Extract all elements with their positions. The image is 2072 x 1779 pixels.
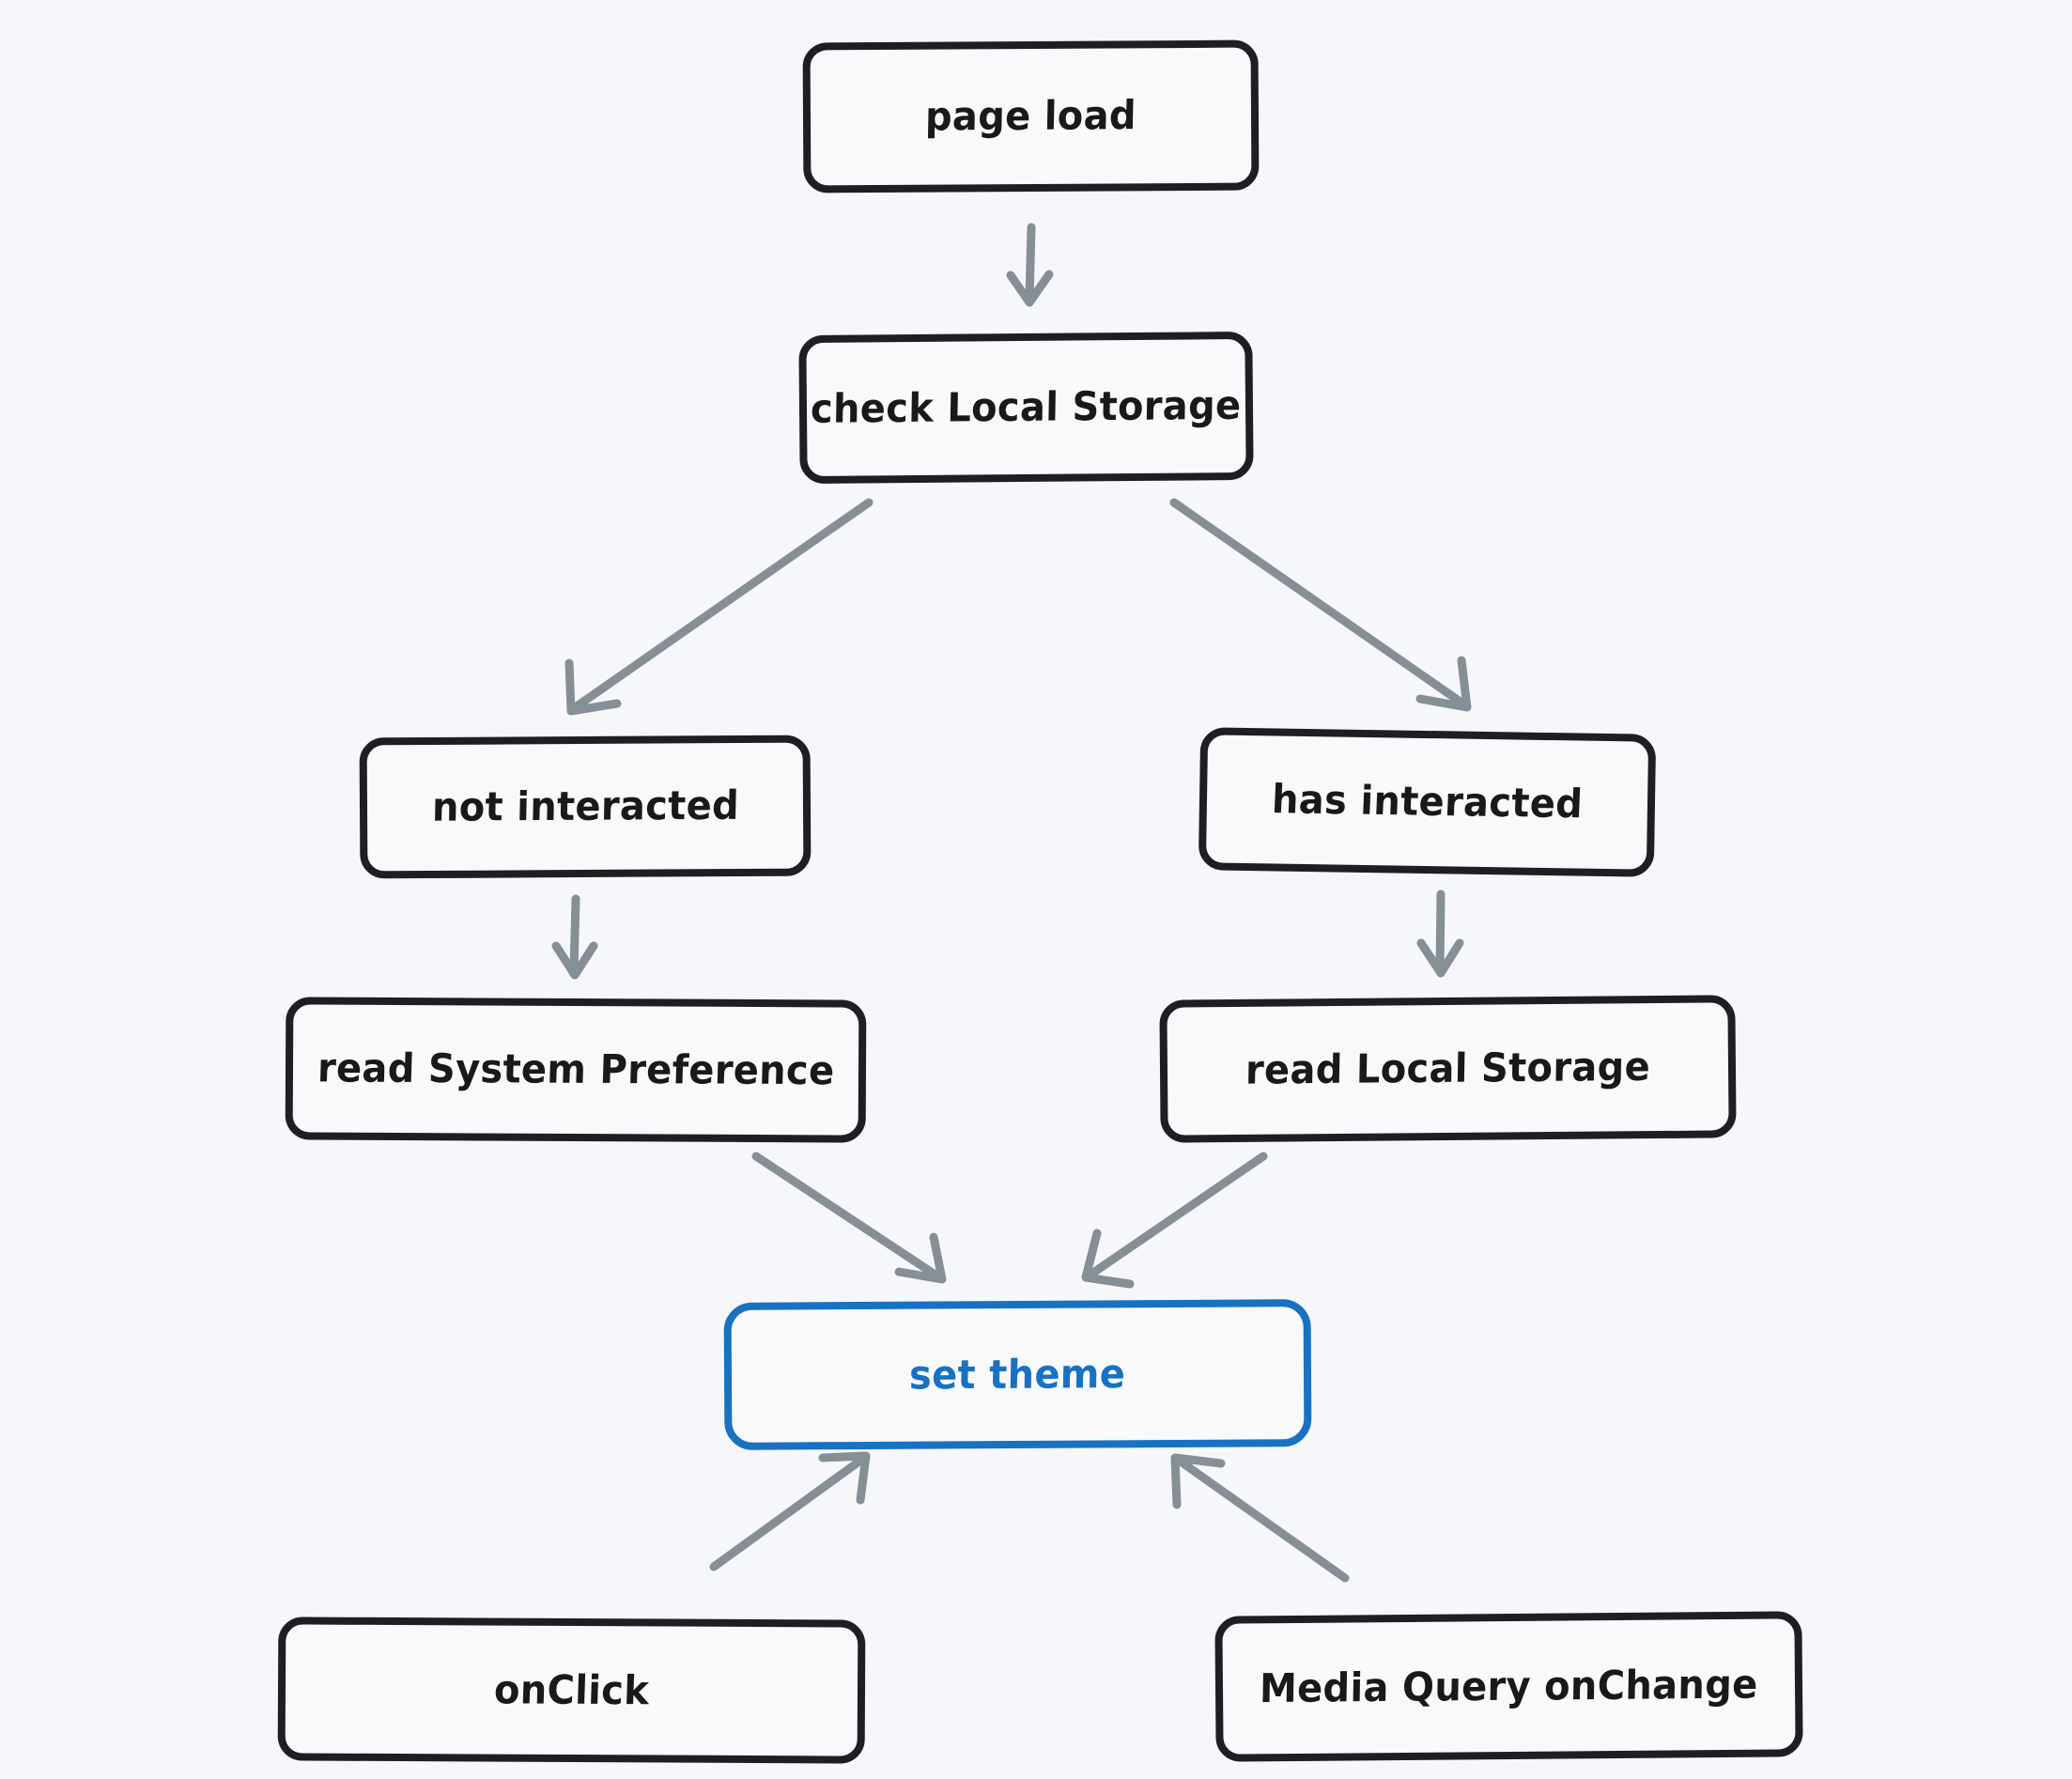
edge-not-interacted-to-read-system-preference [551, 894, 598, 980]
node-onclick-label: onClick [493, 1666, 650, 1714]
node-read-system-preference-label: read System Preference [317, 1045, 835, 1094]
node-has-interacted[interactable]: has interacted [1198, 727, 1657, 877]
node-set-theme[interactable]: set theme [723, 1299, 1312, 1450]
edge-has-interacted-to-read-local-storage [1416, 890, 1464, 978]
edge-page-load-to-check-local-storage [1006, 223, 1054, 307]
node-media-query-onchange[interactable]: Media Query onChange [1214, 1611, 1803, 1762]
node-check-local-storage[interactable]: check Local Storage [798, 331, 1254, 485]
node-check-local-storage-label: check Local Storage [810, 382, 1243, 433]
node-page-load[interactable]: page load [802, 39, 1260, 193]
node-read-local-storage-label: read Local Storage [1245, 1044, 1651, 1094]
edge-onclick-to-set-theme [709, 1451, 871, 1571]
node-set-theme-label: set theme [908, 1351, 1127, 1399]
edge-check-local-storage-to-not-interacted [564, 498, 874, 716]
node-not-interacted[interactable]: not interacted [359, 735, 812, 879]
node-read-system-preference[interactable]: read System Preference [285, 997, 867, 1143]
node-onclick[interactable]: onClick [277, 1617, 866, 1764]
edge-media-query-onchange-to-set-theme [1170, 1453, 1350, 1583]
edge-check-local-storage-to-has-interacted [1169, 498, 1472, 712]
edge-read-local-storage-to-set-theme [1081, 1152, 1268, 1289]
node-not-interacted-label: not interacted [431, 782, 739, 831]
node-has-interacted-label: has interacted [1270, 777, 1585, 828]
node-media-query-onchange-label: Media Query onChange [1259, 1661, 1759, 1712]
node-page-load-label: page load [924, 92, 1137, 141]
edge-read-system-preference-to-set-theme [751, 1152, 947, 1284]
node-read-local-storage[interactable]: read Local Storage [1159, 995, 1737, 1143]
